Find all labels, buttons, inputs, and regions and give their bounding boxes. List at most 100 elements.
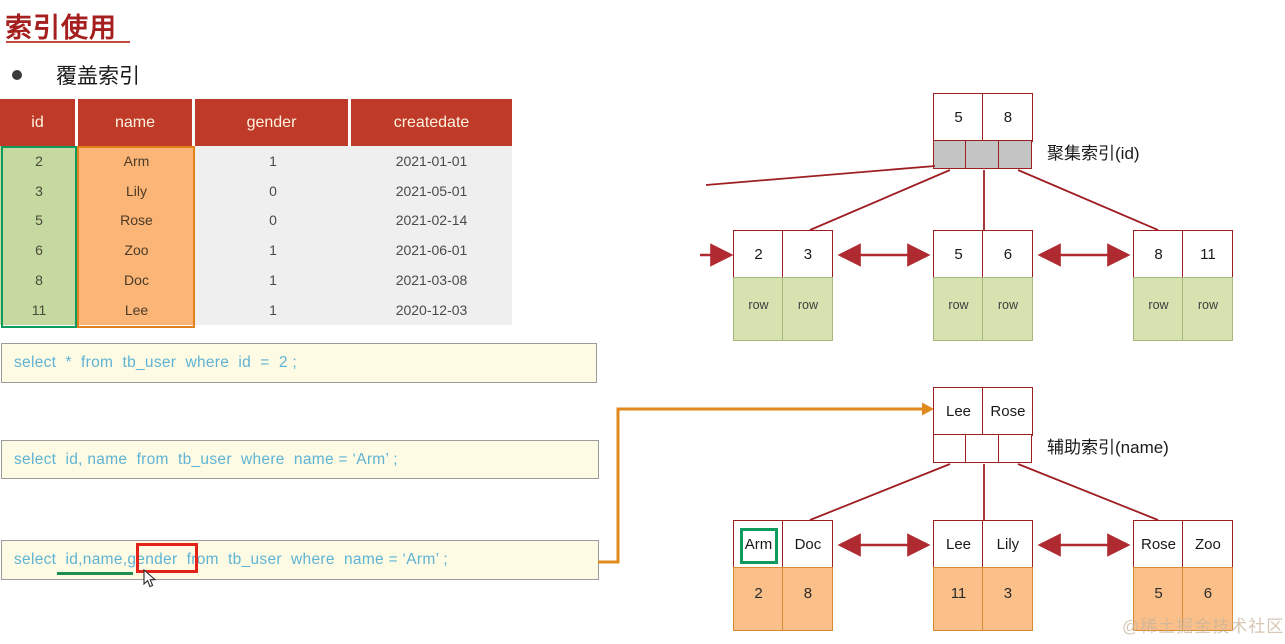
row-pointer-cell: row — [733, 277, 784, 342]
leaf-keys: 8 11 — [1133, 230, 1234, 279]
key-cell: 5 — [933, 93, 984, 142]
secondary-root-node: Lee Rose — [933, 387, 1034, 464]
primary-key-cell: 5 — [1133, 567, 1184, 632]
clustered-leaf-node-2: 5 6 row row — [933, 230, 1034, 342]
pointer-cell — [965, 140, 1000, 170]
key-cell: 8 — [1133, 230, 1184, 279]
secondary-root-pointers — [933, 434, 1033, 464]
watermark: @稀土掘金技术社区 — [1122, 617, 1285, 636]
leaf-rows: row row — [733, 277, 834, 342]
cell-id: 2 — [0, 146, 78, 176]
cell-gender: 0 — [195, 175, 351, 206]
sql-statement-1[interactable]: select * from tb_user where id = 2 ; — [1, 343, 597, 383]
cell-name: Lee — [78, 294, 195, 325]
secondary-index-label: 辅助索引(name) — [1047, 438, 1169, 457]
cell-createdate: 2021-01-01 — [351, 146, 512, 176]
cell-name: Arm — [78, 146, 195, 176]
page-title: 索引使用 — [5, 13, 117, 43]
primary-key-cell: 8 — [782, 567, 834, 632]
cell-id: 3 — [0, 175, 78, 206]
cell-name: Doc — [78, 265, 195, 295]
gender-selection-box — [136, 543, 198, 573]
key-cell: Lee — [933, 520, 984, 569]
clustered-root-keys: 5 8 — [933, 93, 1034, 142]
cell-id: 8 — [0, 265, 78, 295]
cell-gender: 1 — [195, 146, 351, 176]
key-cell: Rose — [1133, 520, 1184, 569]
key-cell: 11 — [1182, 230, 1234, 279]
leaf-keys: 2 3 — [733, 230, 834, 279]
bullet-row: 覆盖索引 — [12, 60, 140, 90]
key-cell: Lee — [933, 387, 984, 436]
leaf-values: 2 8 — [733, 567, 834, 632]
table-row: 2 Arm 1 2021-01-01 — [0, 146, 512, 176]
primary-key-cell: 3 — [982, 567, 1034, 632]
cell-id: 6 — [0, 235, 78, 266]
leaf-rows: row row — [1133, 277, 1234, 342]
leaf-values: 5 6 — [1133, 567, 1234, 632]
table-header-createdate: createdate — [351, 99, 512, 146]
row-pointer-cell: row — [1182, 277, 1234, 342]
sql-statement-3[interactable]: select id,name,gender from tb_user where… — [1, 540, 599, 580]
primary-key-cell: 2 — [733, 567, 784, 632]
row-pointer-cell: row — [1133, 277, 1184, 342]
table-header-id: id — [0, 99, 78, 146]
table-header-name: name — [78, 99, 195, 146]
key-cell: Rose — [982, 387, 1034, 436]
cell-name: Zoo — [78, 235, 195, 266]
cell-gender: 0 — [195, 205, 351, 236]
key-cell: 3 — [782, 230, 834, 279]
cell-name: Rose — [78, 205, 195, 236]
key-cell: Zoo — [1182, 520, 1234, 569]
leaf-rows: row row — [933, 277, 1034, 342]
key-cell: 5 — [933, 230, 984, 279]
primary-key-cell: 11 — [933, 567, 984, 632]
secondary-root-keys: Lee Rose — [933, 387, 1034, 436]
leaf-values: 11 3 — [933, 567, 1034, 632]
key-cell: 2 — [733, 230, 784, 279]
cell-createdate: 2021-02-14 — [351, 205, 512, 236]
table-row: 6 Zoo 1 2021-06-01 — [0, 235, 512, 266]
table-row: 3 Lily 0 2021-05-01 — [0, 175, 512, 206]
cell-id: 5 — [0, 205, 78, 236]
leaf-keys: Lee Lily — [933, 520, 1034, 569]
key-cell: Lily — [982, 520, 1034, 569]
covered-columns-underline — [57, 572, 133, 575]
pointer-cell — [965, 434, 1000, 464]
table-header-gender: gender — [195, 99, 351, 146]
tb-user-table: id name gender createdate 2 Arm 1 2021-0… — [0, 99, 512, 325]
table-row: 5 Rose 0 2021-02-14 — [0, 205, 512, 236]
sql-statement-2[interactable]: select id, name from tb_user where name … — [1, 440, 599, 479]
leaf-keys: Rose Zoo — [1133, 520, 1234, 569]
cell-createdate: 2020-12-03 — [351, 294, 512, 325]
clustered-leaf-node-1: 2 3 row row — [733, 230, 834, 342]
arm-key-highlight — [740, 528, 778, 564]
table-row: 8 Doc 1 2021-03-08 — [0, 265, 512, 295]
bullet-dot-icon — [12, 70, 22, 80]
cell-createdate: 2021-06-01 — [351, 235, 512, 266]
key-cell: 6 — [982, 230, 1034, 279]
row-pointer-cell: row — [982, 277, 1034, 342]
clustered-index-label: 聚集索引(id) — [1047, 144, 1140, 163]
cell-id: 11 — [0, 294, 78, 325]
cell-name: Lily — [78, 175, 195, 206]
cell-gender: 1 — [195, 294, 351, 325]
title-underline — [6, 41, 130, 43]
clustered-leaf-node-3: 8 11 row row — [1133, 230, 1234, 342]
pointer-cell — [997, 434, 1032, 464]
cell-createdate: 2021-05-01 — [351, 175, 512, 206]
pointer-cell — [933, 434, 967, 464]
pointer-cell — [933, 140, 967, 170]
mouse-pointer-icon — [143, 569, 157, 588]
secondary-leaf-node-2: Lee Lily 11 3 — [933, 520, 1034, 632]
clustered-root-pointers — [933, 140, 1033, 170]
clustered-root-node: 5 8 — [933, 93, 1034, 170]
bullet-label: 覆盖索引 — [56, 65, 140, 88]
row-pointer-cell: row — [933, 277, 984, 342]
query-to-secondary-index-connector — [598, 402, 934, 564]
key-cell: Doc — [782, 520, 834, 569]
secondary-leaf-node-3: Rose Zoo 5 6 — [1133, 520, 1234, 632]
row-pointer-cell: row — [782, 277, 834, 342]
primary-key-cell: 6 — [1182, 567, 1234, 632]
